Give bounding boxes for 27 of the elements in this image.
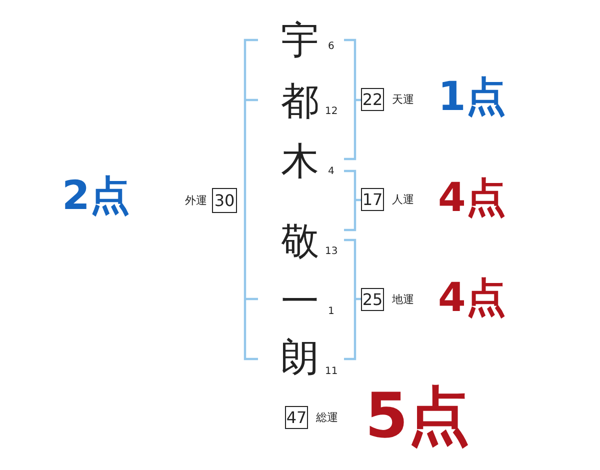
number-box: 47 — [285, 406, 308, 429]
name-character: 宇 — [281, 21, 319, 59]
fortune-label: 外運 — [185, 194, 207, 206]
name-character: 木 — [281, 142, 319, 180]
stroke-count: 6 — [328, 42, 334, 52]
fortune-label: 人運 — [392, 194, 414, 204]
name-character: 都 — [281, 82, 319, 120]
fortune-label: 天運 — [392, 94, 414, 104]
fortune-label: 総運 — [316, 412, 338, 422]
fortune-label: 地運 — [392, 294, 414, 304]
stroke-count: 1 — [328, 307, 334, 317]
score-text: 1点 — [438, 77, 506, 117]
score-text: 4点 — [438, 178, 506, 218]
stroke-count: 4 — [328, 167, 334, 177]
score-text: 2点 — [62, 176, 130, 216]
stroke-count: 12 — [325, 107, 338, 117]
number-box: 30 — [212, 188, 237, 213]
score-text: 5点 — [365, 385, 470, 447]
number-box: 17 — [361, 188, 384, 211]
number-box: 22 — [361, 88, 384, 111]
stroke-count: 13 — [325, 247, 338, 257]
name-character: 一 — [281, 282, 319, 320]
stroke-count: 11 — [325, 367, 338, 377]
number-box: 25 — [361, 288, 384, 311]
name-character: 朗 — [281, 338, 319, 376]
name-character: 敬 — [281, 222, 319, 260]
score-text: 4点 — [438, 278, 506, 318]
